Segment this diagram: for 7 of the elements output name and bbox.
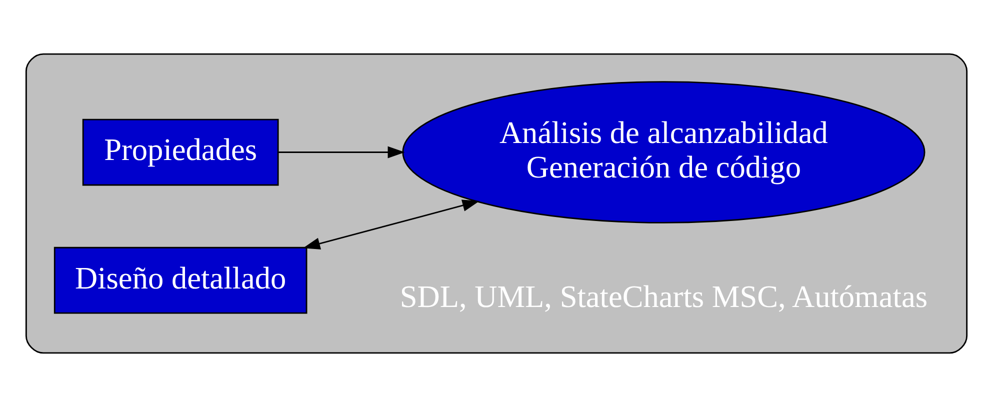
node-box: Diseño detallado [54,246,308,314]
node-box: Propiedades [82,118,279,186]
arrow [302,200,480,250]
label: SDL, UML, StateCharts MSC, Autómatas [400,278,928,314]
cluster [25,53,968,354]
node-ellipse: Análisis de alcanzabilidad Generación de código [402,81,926,224]
arrow [278,146,405,158]
